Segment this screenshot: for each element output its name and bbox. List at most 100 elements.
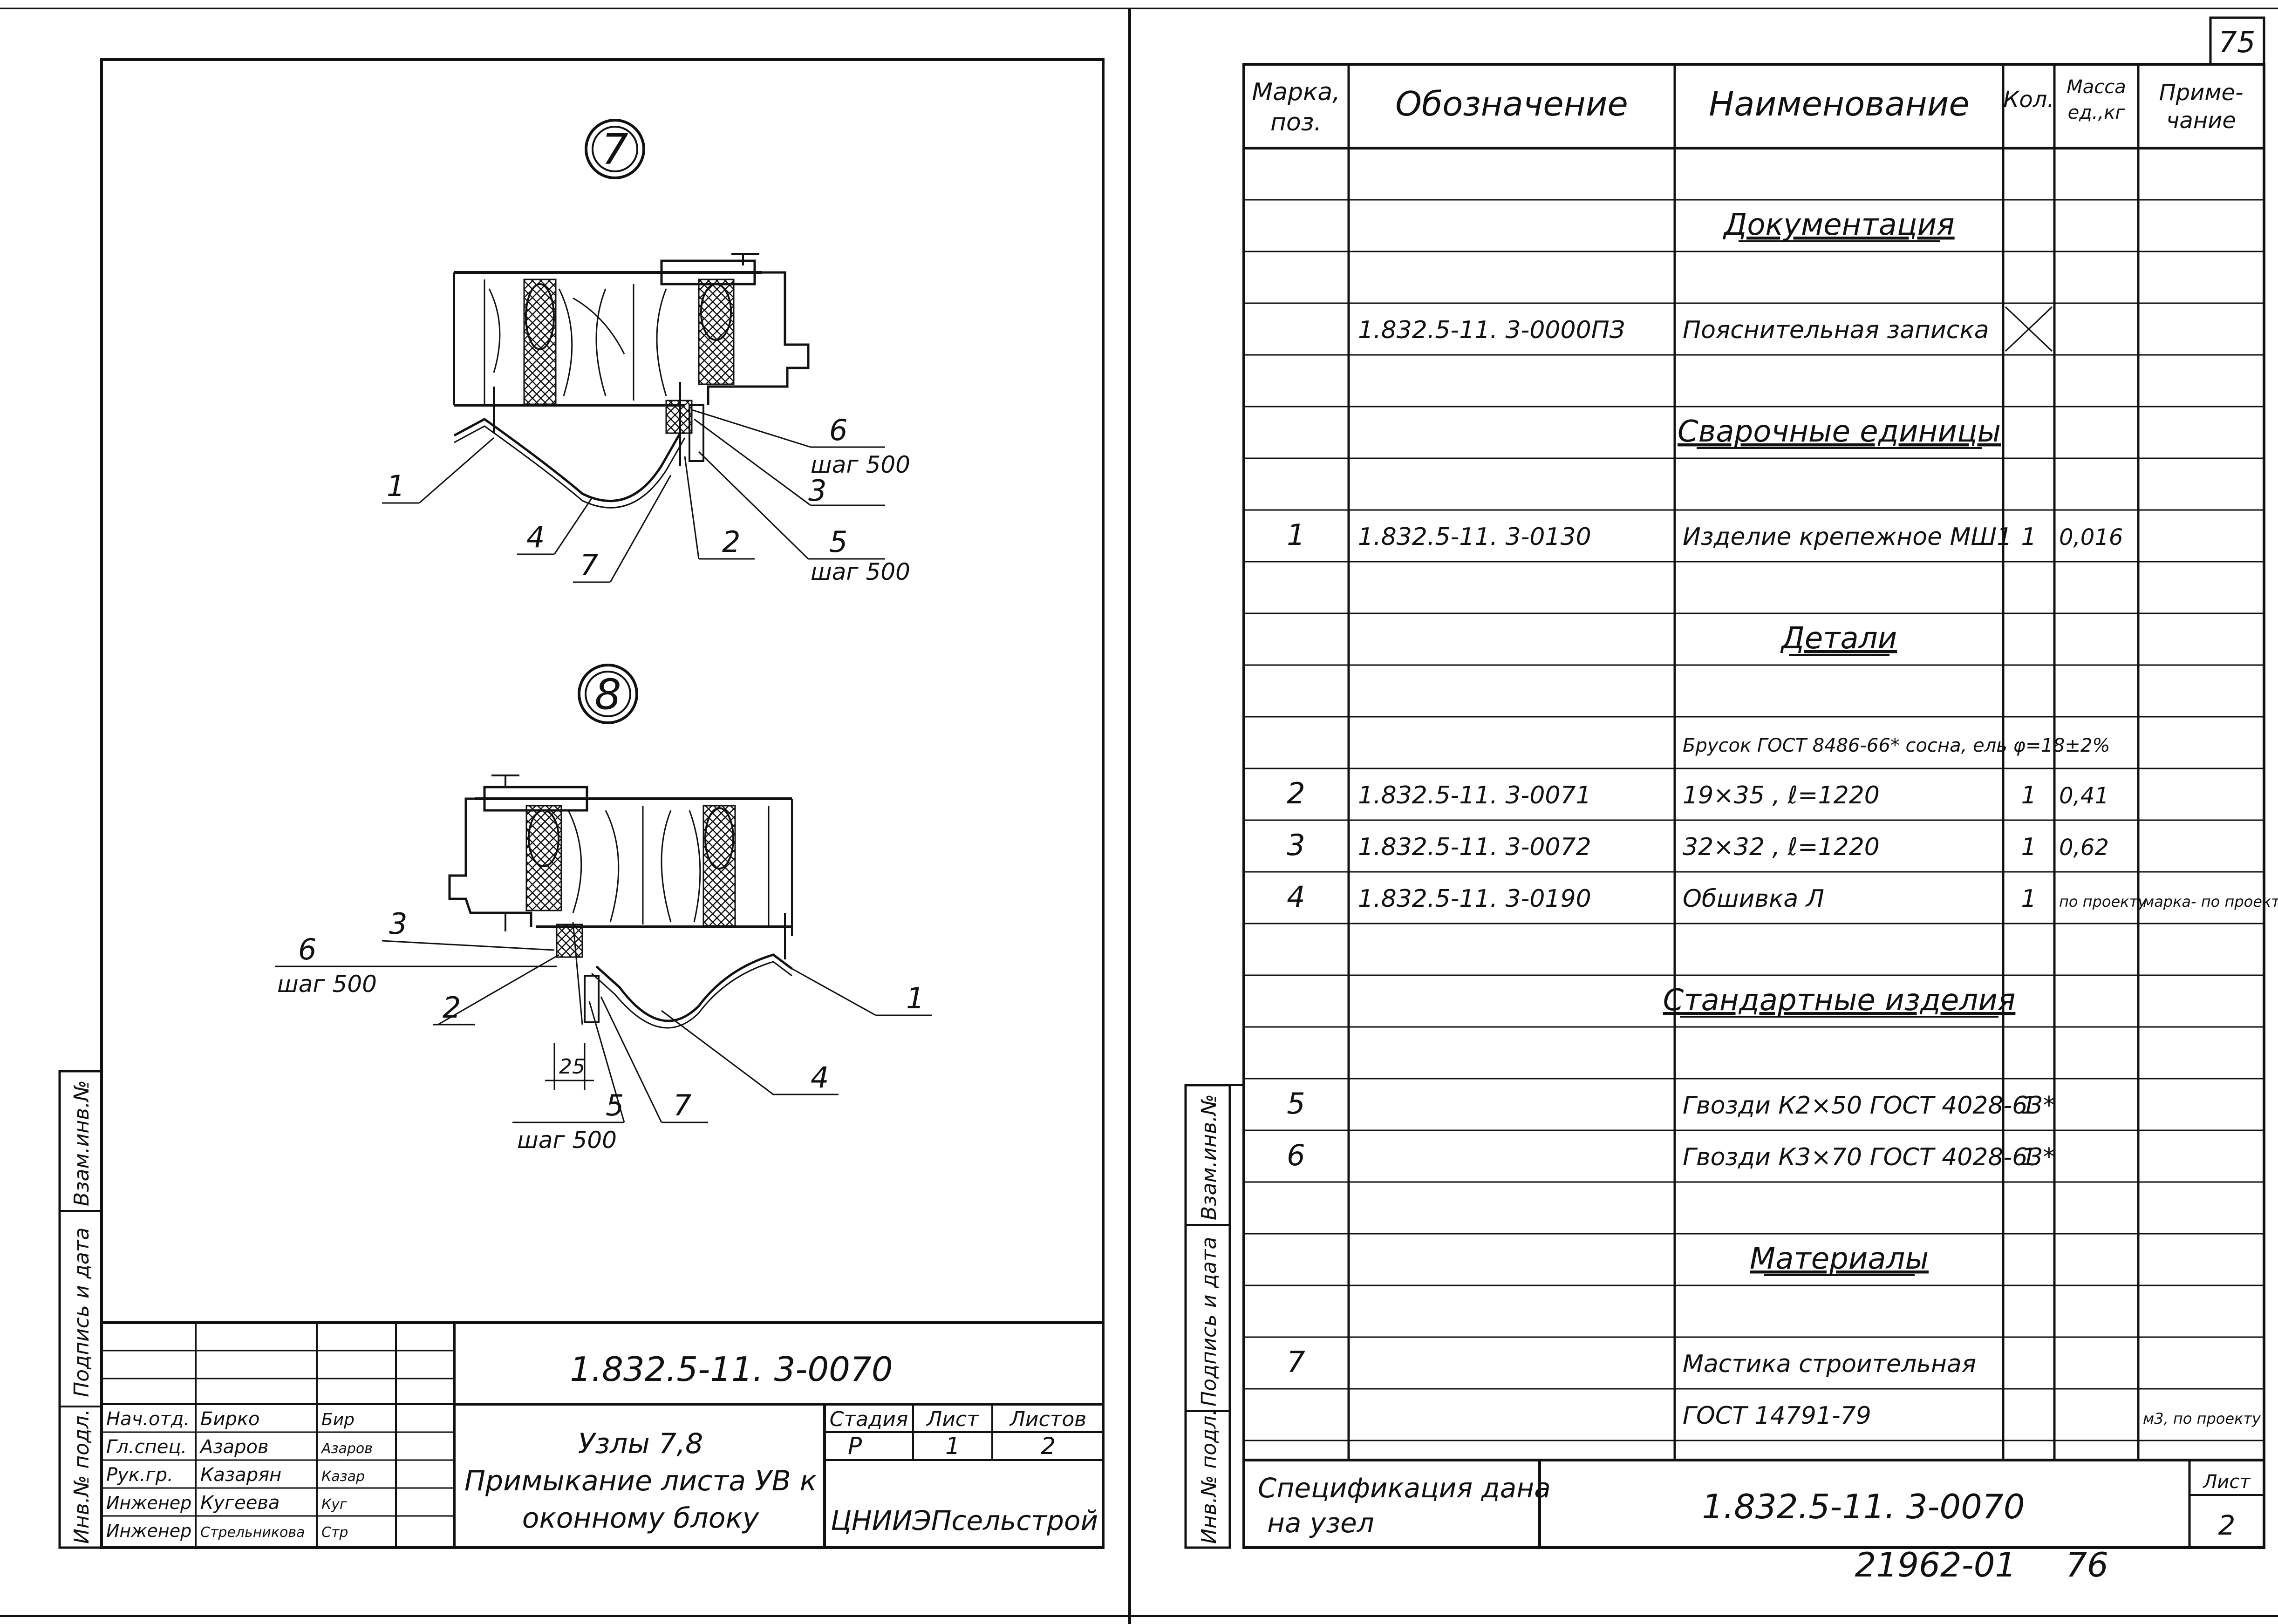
svg-text:Листов: Листов [1009, 1407, 1086, 1431]
svg-text:Инженер: Инженер [106, 1493, 191, 1513]
svg-text:Обозначение: Обозначение [1395, 84, 1628, 123]
svg-text:4: 4 [811, 1060, 829, 1094]
node-8-label: 8 [594, 670, 621, 719]
row-name: 19×35 , ℓ=1220 [1683, 781, 1880, 809]
row-mass: 0,41 [2059, 783, 2109, 809]
svg-text:25: 25 [559, 1055, 585, 1079]
row-mark: 6 [1287, 1138, 1305, 1172]
row-mark: 5 [1287, 1087, 1305, 1121]
row-qty: 1 [2021, 781, 2036, 809]
svg-text:Р: Р [848, 1433, 862, 1460]
left-frame [100, 58, 1105, 1549]
svg-text:Бир: Бир [321, 1410, 355, 1429]
section-title: Стандартные изделия [1663, 983, 2016, 1018]
section-title: Детали [1780, 621, 1897, 656]
svg-text:Стадия: Стадия [830, 1407, 908, 1431]
svg-text:6: 6 [829, 413, 847, 447]
svg-text:Куг: Куг [321, 1496, 347, 1513]
header-cell: Масса [2067, 76, 2126, 98]
left-title-line-1: Узлы 7,8 [578, 1427, 703, 1460]
page-number: 75 [2219, 25, 2256, 59]
svg-text:Кол.: Кол. [2003, 87, 2054, 113]
svg-text:3: 3 [389, 907, 407, 941]
row-qty: 1 [2021, 523, 2036, 551]
row-note: м3, по проекту [2143, 1410, 2261, 1427]
row-mark: 4 [1287, 880, 1305, 914]
row-note: марка- по проекту [2143, 893, 2278, 911]
row-designation: 1.832.5-11. 3-0000ПЗ [1358, 316, 1625, 344]
svg-text:шаг 500: шаг 500 [811, 451, 910, 478]
svg-text:Подпись и дата: Подпись и дата [70, 1228, 94, 1397]
row-designation: 1.832.5-11. 3-0072 [1358, 833, 1591, 861]
svg-text:Инв.№ подл.: Инв.№ подл. [70, 1409, 94, 1544]
svg-text:1: 1 [906, 981, 924, 1015]
svg-text:5: 5 [606, 1088, 624, 1122]
svg-text:шаг 500: шаг 500 [517, 1127, 617, 1154]
svg-text:2: 2 [722, 525, 740, 559]
row-mark: 3 [1287, 828, 1305, 862]
section-title: Сварочные единицы [1678, 414, 2001, 449]
svg-text:Стр: Стр [321, 1524, 348, 1541]
left-sheet: 7 1 4 [58, 58, 1105, 1549]
specification-table: Обозначение Наименование Кол. Документац… [1244, 64, 2278, 1460]
row-designation: 1.832.5-11. 3-0190 [1358, 885, 1591, 913]
svg-text:Азаров: Азаров [199, 1436, 269, 1458]
svg-text:4: 4 [526, 520, 545, 554]
row-name: Пояснительная записка [1683, 316, 1989, 344]
svg-text:Кугеева: Кугеева [200, 1492, 280, 1514]
right-sheet: 75 Обозначение Наименование Кол. Докумен… [1184, 16, 2278, 1584]
svg-text:Лист: Лист [926, 1407, 979, 1431]
svg-text:Рук.гр.: Рук.гр. [106, 1464, 173, 1486]
right-drawing-code: 1.832.5-11. 3-0070 [1702, 1487, 2025, 1526]
node-7-label: 7 [601, 125, 628, 174]
svg-text:3: 3 [808, 474, 826, 508]
left-org-name: ЦНИИЭПсельстрой [831, 1505, 1098, 1536]
section-title: Материалы [1750, 1242, 1929, 1276]
svg-text:2: 2 [1041, 1433, 1056, 1460]
row-mark: 1 [1287, 518, 1305, 552]
svg-text:Наименование: Наименование [1709, 84, 1970, 123]
left-title-block: 1.832.5-11. 3-0070 Нач.отд. Бирко Бир Гл… [102, 1321, 1103, 1548]
row-mass: 0,62 [2059, 835, 2109, 861]
svg-text:2: 2 [443, 991, 461, 1025]
row-mass: по проекту [2059, 893, 2147, 911]
header-cell: Марка, [1252, 78, 1340, 106]
node-8-detail: 8 25 3 [275, 664, 932, 1154]
footer-left-number: 21962-01 [1855, 1545, 2017, 1584]
row-name: ГОСТ 14791-79 [1683, 1402, 1871, 1430]
row-name: Мастика строительная [1683, 1350, 1976, 1378]
svg-text:шаг 500: шаг 500 [811, 558, 910, 585]
svg-text:Гл.спец.: Гл.спец. [106, 1436, 187, 1458]
svg-text:5: 5 [829, 525, 847, 559]
svg-text:2: 2 [2218, 1509, 2236, 1541]
row-name: Брусок ГОСТ 8486-66* сосна, ель φ=18±2% [1683, 735, 2110, 756]
svg-text:Бирко: Бирко [200, 1408, 259, 1430]
spec-note-line-2: на узел [1267, 1507, 1374, 1539]
header-cell: ед.,кг [2068, 102, 2126, 123]
row-name: Обшивка Л [1683, 885, 1824, 913]
row-designation: 1.832.5-11. 3-0130 [1358, 523, 1591, 551]
svg-text:Инв.№ подл.: Инв.№ подл. [1197, 1409, 1221, 1544]
svg-text:Стрельникова: Стрельникова [200, 1524, 305, 1541]
svg-text:Казар: Казар [321, 1468, 365, 1485]
svg-text:Подпись и дата: Подпись и дата [1197, 1237, 1221, 1407]
row-mass: 0,016 [2059, 524, 2123, 550]
left-title-line-3: оконному блоку [522, 1502, 760, 1535]
svg-text:6: 6 [298, 932, 316, 966]
svg-text:7: 7 [673, 1088, 691, 1122]
row-name: Изделие крепежное МШ1 [1683, 523, 2012, 551]
row-qty: 1 [2021, 1143, 2036, 1171]
left-side-stamp: Взам.инв.№ Подпись и дата Инв.№ подл. [58, 1070, 103, 1549]
cross-mark [2005, 306, 2053, 352]
right-frame [1242, 63, 2265, 1549]
footer-right-number: 76 [2066, 1545, 2108, 1584]
row-mark: 2 [1287, 776, 1305, 810]
row-name: 32×32 , ℓ=1220 [1683, 833, 1880, 861]
svg-text:7: 7 [580, 548, 598, 582]
row-name: Гвозди К2×50 ГОСТ 4028-63* [1683, 1092, 2055, 1120]
header-cell: поз. [1270, 109, 1322, 136]
row-designation: 1.832.5-11. 3-0071 [1358, 781, 1591, 809]
row-qty: 1 [2021, 833, 2036, 861]
